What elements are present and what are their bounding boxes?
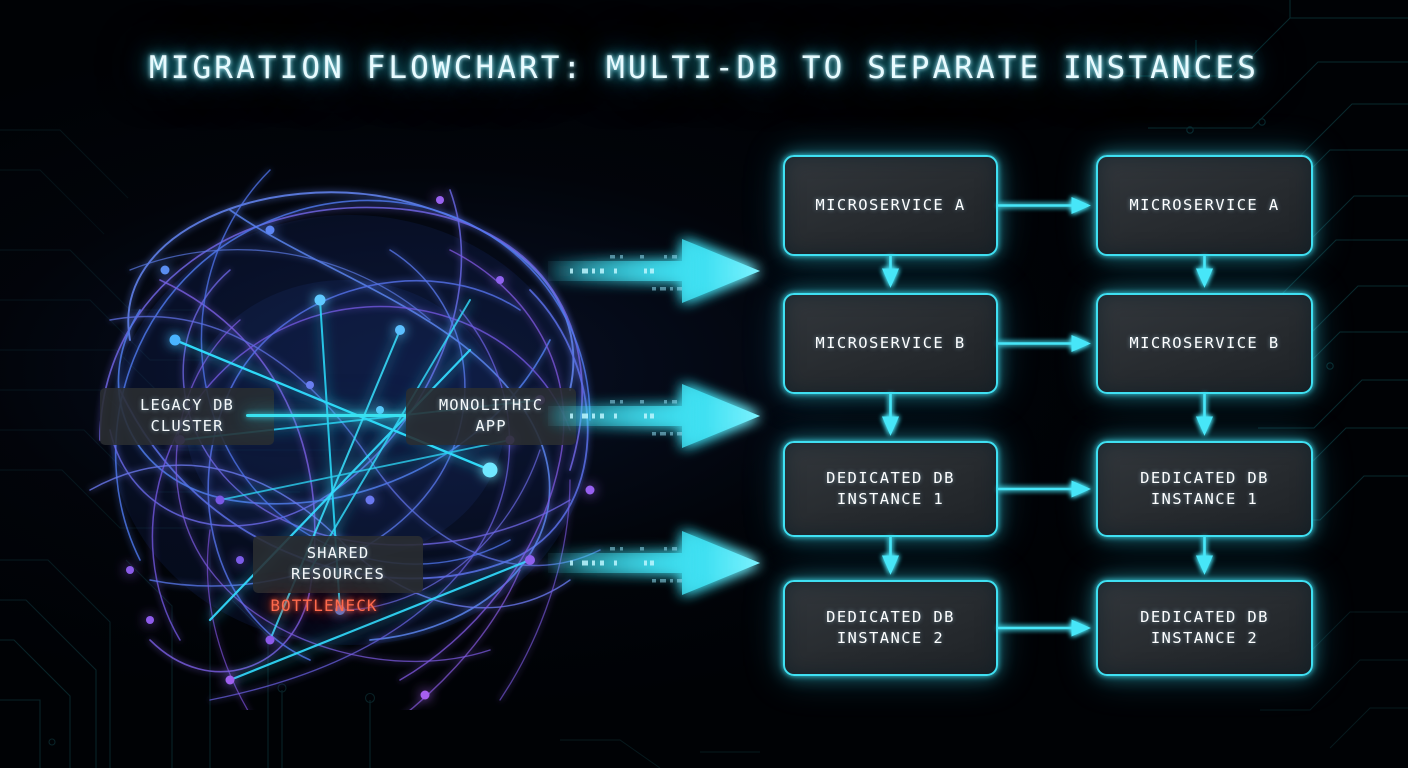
node-microservice-b-before[interactable]: MICROSERVICE B — [783, 293, 998, 394]
node-microservice-a-before[interactable]: MICROSERVICE A — [783, 155, 998, 256]
node-dedicated-db-2-after[interactable]: DEDICATED DB INSTANCE 2 — [1096, 580, 1313, 676]
monolithic-app-label: MONOLITHIC APP — [406, 388, 576, 445]
migration-arrow-2 — [548, 380, 760, 452]
page-title: MIGRATION FLOWCHART: MULTI-DB TO SEPARAT… — [149, 50, 1259, 86]
node-dedicated-db-1-after[interactable]: DEDICATED DB INSTANCE 1 — [1096, 441, 1313, 537]
node-microservice-b-after[interactable]: MICROSERVICE B — [1096, 293, 1313, 394]
legacy-monolith-link — [246, 414, 408, 417]
shared-resources-label: SHARED RESOURCES — [253, 536, 423, 593]
node-dedicated-db-2-before[interactable]: DEDICATED DB INSTANCE 2 — [783, 580, 998, 676]
legacy-db-cluster-label: LEGACY DB CLUSTER — [100, 388, 274, 445]
node-microservice-a-after[interactable]: MICROSERVICE A — [1096, 155, 1313, 256]
bottleneck-warning: BOTTLENECK — [270, 596, 378, 615]
migration-arrow-1 — [548, 235, 760, 307]
migration-arrow-3 — [548, 527, 760, 599]
node-dedicated-db-1-before[interactable]: DEDICATED DB INSTANCE 1 — [783, 441, 998, 537]
